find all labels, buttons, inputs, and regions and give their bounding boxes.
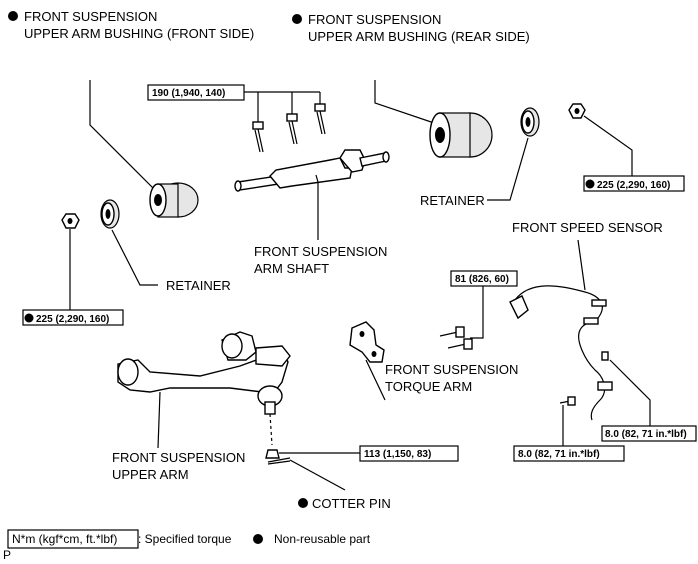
- sensor-bolt-part: [559, 396, 576, 406]
- torque-torque-arm-bolts: 81 (826, 60): [455, 274, 509, 285]
- retainer-left-part: [100, 199, 120, 229]
- legend-torque-text: : Specified torque: [138, 532, 232, 546]
- nut-right-part: [568, 103, 586, 119]
- front-bushing-part: [149, 182, 199, 218]
- bushing-rear-label-line2: UPPER ARM BUSHING (REAR SIDE): [308, 29, 530, 44]
- arm-shaft-part: [234, 149, 390, 192]
- torque-box-nut-right: [583, 175, 685, 192]
- arm-shaft-label-line1: FRONT SUSPENSION: [254, 244, 387, 259]
- corner-letter: P: [3, 548, 11, 562]
- nonreusable-bullet-icon: [298, 498, 308, 508]
- torque-shaft-bolts: 190 (1,940, 140): [152, 88, 225, 99]
- shaft-bolt-part: [286, 113, 298, 145]
- legend-nonreusable-text: Non-reusable part: [274, 532, 371, 546]
- nonreusable-bullet-icon: [253, 534, 263, 544]
- torque-box-sensor-upper: [601, 425, 697, 442]
- cotter-pin-part: [267, 457, 291, 465]
- torque-castle-nut: 113 (1,150, 83): [364, 449, 431, 460]
- retainer-left-label: RETAINER: [166, 278, 231, 293]
- nonreusable-bullet-icon: [8, 11, 18, 21]
- nonreusable-bullet-icon: [585, 179, 595, 189]
- bushing-rear-label-line1: FRONT SUSPENSION: [308, 12, 441, 27]
- torque-box-sensor-lower: [513, 445, 625, 462]
- torque-arm-part: [349, 321, 385, 363]
- arm-shaft-label-line2: ARM SHAFT: [254, 261, 329, 276]
- shaft-bolt-part: [252, 121, 264, 153]
- torque-arm-bolt-part: [447, 338, 473, 350]
- nonreusable-bullet-icon: [24, 313, 34, 323]
- bushing-front-label-line1: FRONT SUSPENSION: [24, 9, 157, 24]
- rear-bushing-part: [429, 112, 493, 158]
- legend-torque-units: N*m (kgf*cm, ft.*lbf): [12, 532, 117, 546]
- retainer-right-label: RETAINER: [420, 193, 485, 208]
- torque-arm-label-line1: FRONT SUSPENSION: [385, 362, 518, 377]
- nut-left-part: [61, 213, 80, 229]
- torque-nut-left: 225 (2,290, 160): [36, 314, 109, 325]
- speed-sensor-part: [509, 285, 613, 421]
- speed-sensor-label: FRONT SPEED SENSOR: [512, 220, 663, 235]
- legend-torque-box: [7, 529, 139, 549]
- torque-arm-label-line2: TORQUE ARM: [385, 379, 472, 394]
- upper-arm-label-line1: FRONT SUSPENSION: [112, 450, 245, 465]
- bushing-front-label-line2: UPPER ARM BUSHING (FRONT SIDE): [24, 26, 254, 41]
- castle-nut-part: [265, 449, 280, 459]
- cotter-pin-label: COTTER PIN: [312, 496, 391, 511]
- retainer-right-part: [520, 107, 540, 137]
- shaft-bolt-part: [314, 103, 326, 135]
- torque-sensor-upper: 8.0 (82, 71 in.*lbf): [605, 429, 687, 440]
- upper-arm-label-line2: UPPER ARM: [112, 467, 189, 482]
- torque-box-castle-nut: [359, 445, 459, 462]
- nonreusable-bullet-icon: [292, 14, 302, 24]
- torque-nut-right: 225 (2,290, 160): [597, 180, 670, 191]
- torque-box-nut-left: [22, 309, 124, 326]
- torque-arm-bolt-part: [439, 326, 465, 338]
- torque-box-torque-arm-bolts: [450, 270, 518, 287]
- torque-sensor-lower: 8.0 (82, 71 in.*lbf): [518, 449, 600, 460]
- upper-arm-part: [117, 331, 291, 415]
